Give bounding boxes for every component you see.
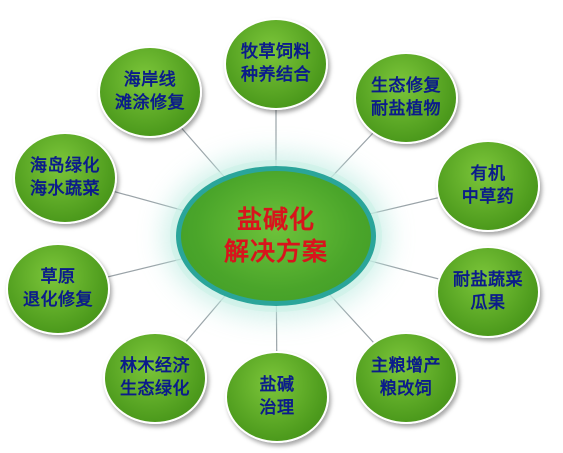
node-forestry-economy: 林木经济 生态绿化 bbox=[103, 332, 207, 424]
node-label-line-2: 耐盐植物 bbox=[371, 99, 441, 119]
node-coastline-restoration: 海岸线 滩涂修复 bbox=[98, 46, 202, 138]
node-grassland-restoration: 草原 退化修复 bbox=[6, 243, 110, 335]
node-label-line-2: 中草药 bbox=[461, 187, 515, 207]
node-label-line-2: 瓜果 bbox=[470, 293, 506, 313]
node-organic-herbs: 有机 中草药 bbox=[436, 140, 540, 232]
node-saline-treatment: 盐碱 治理 bbox=[225, 351, 329, 443]
node-grain-yield: 主粮增产 粮改饲 bbox=[354, 332, 458, 424]
node-label-line-1: 海岛绿化 bbox=[30, 156, 100, 176]
node-label-line-1: 海岸线 bbox=[123, 70, 177, 90]
node-label-line-1: 耐盐蔬菜 bbox=[453, 270, 523, 290]
center-title-line-2: 解决方案 bbox=[223, 237, 328, 266]
node-label-line-2: 种养结合 bbox=[241, 65, 311, 85]
node-label-line-1: 盐碱 bbox=[259, 375, 295, 395]
node-salt-tolerant-vegetables: 耐盐蔬菜 瓜果 bbox=[436, 246, 540, 338]
node-label-line-2: 退化修复 bbox=[23, 290, 93, 310]
node-forage-feed: 牧草饲料 种养结合 bbox=[224, 18, 328, 110]
node-label-line-2: 海水蔬菜 bbox=[30, 179, 100, 199]
node-label-line-2: 滩涂修复 bbox=[115, 93, 185, 113]
node-island-greening: 海岛绿化 海水蔬菜 bbox=[13, 132, 117, 224]
node-label-line-1: 林木经济 bbox=[120, 356, 190, 376]
node-label-line-1: 草原 bbox=[40, 267, 76, 287]
center-node: 盐碱化 解决方案 bbox=[176, 166, 376, 306]
node-label-line-2: 生态绿化 bbox=[120, 379, 190, 399]
node-label-line-2: 粮改饲 bbox=[379, 379, 433, 399]
node-label-line-1: 生态修复 bbox=[371, 76, 441, 96]
node-label-line-1: 主粮增产 bbox=[371, 356, 441, 376]
center-title-line-1: 盐碱化 bbox=[236, 205, 315, 234]
node-label-line-2: 治理 bbox=[259, 398, 295, 418]
node-ecological-restoration: 生态修复 耐盐植物 bbox=[354, 52, 458, 144]
node-label-line-1: 牧草饲料 bbox=[241, 42, 311, 62]
node-label-line-1: 有机 bbox=[470, 164, 506, 184]
